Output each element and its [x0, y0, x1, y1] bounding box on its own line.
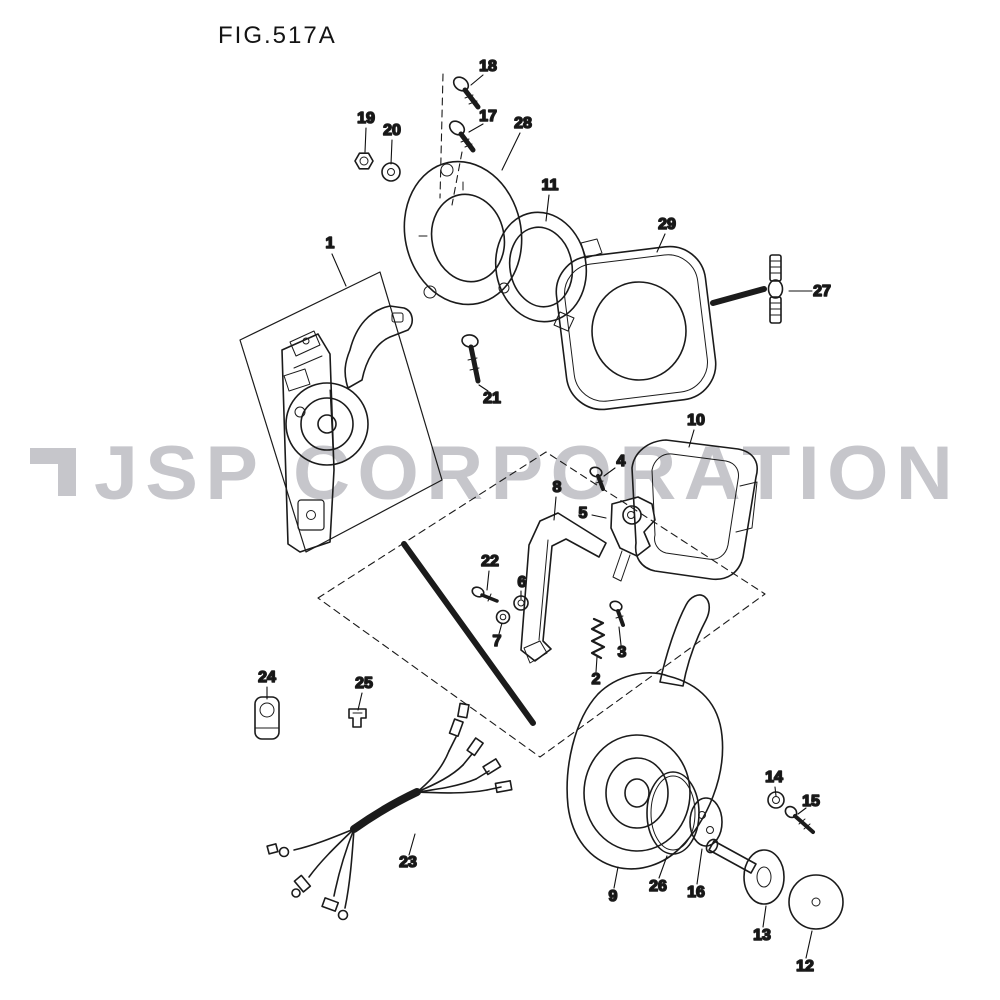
part-20-washer: [381, 162, 401, 182]
part-5-latch: [610, 496, 656, 582]
leader-line-28: [501, 132, 521, 171]
watermark-text: JSP CORPORATION: [94, 431, 961, 516]
part-callout-23: 23: [399, 854, 417, 871]
part-callout-8: 8: [553, 479, 562, 496]
part-2-spring: [590, 617, 606, 660]
leader-line-9: [613, 866, 619, 889]
leader-line-18: [470, 74, 484, 86]
part-11-ring-nut: [494, 211, 603, 332]
leader-line-1: [331, 253, 347, 287]
part-callout-20: 20: [383, 122, 401, 139]
leader-line-12: [805, 930, 813, 959]
part-13-shaft: [705, 838, 785, 905]
leader-line-3: [618, 626, 622, 646]
part-12-cap: [788, 874, 844, 930]
part-callout-24: 24: [258, 669, 276, 686]
part-28-retainer-plate: [403, 160, 523, 306]
part-18-screw: [452, 76, 481, 110]
leader-line-2: [595, 656, 598, 673]
part-callout-25: 25: [355, 675, 373, 692]
part-25-clamp: [348, 708, 367, 728]
leader-line-11: [545, 194, 550, 222]
leader-line-15: [797, 807, 807, 815]
leader-line-4: [603, 467, 616, 477]
leader-line-19: [364, 127, 367, 153]
part-21-screw: [461, 334, 481, 384]
part-3-screw: [609, 600, 625, 627]
part-callout-4: 4: [617, 453, 626, 470]
part-callout-28: 28: [514, 115, 532, 132]
part-callout-3: 3: [618, 644, 627, 661]
part-19-nut: [354, 152, 374, 170]
part-8-lever-bracket: [520, 512, 607, 664]
part-callout-21: 21: [483, 390, 501, 407]
part-callout-5: 5: [579, 505, 588, 522]
leader-line-14: [774, 786, 777, 797]
leader-line-20: [390, 139, 393, 165]
part-callout-7: 7: [493, 633, 502, 650]
part-17-screw: [448, 120, 476, 153]
part-callout-1: 1: [326, 235, 335, 252]
leader-line-7: [498, 622, 503, 635]
leader-line-10: [688, 429, 695, 448]
part-callout-27: 27: [813, 283, 831, 300]
leader-line-16: [696, 848, 703, 885]
part-callout-13: 13: [753, 927, 771, 944]
bold-pointer-line: [401, 541, 536, 726]
part-callout-16: 16: [687, 884, 705, 901]
part-callout-22: 22: [481, 553, 499, 570]
part-15-screw: [784, 805, 815, 834]
watermark: JSP CORPORATION: [26, 436, 953, 512]
part-4-screw: [589, 466, 605, 491]
jsp-logo-icon: [30, 448, 76, 496]
part-24-grommet: [254, 696, 280, 740]
figure-title: FIG.517A: [218, 22, 337, 49]
part-callout-10: 10: [687, 412, 705, 429]
leader-line-5: [591, 514, 607, 519]
part-27-contact-screw: [767, 254, 784, 324]
leader-line-29: [656, 233, 666, 253]
leader-line-26: [658, 855, 668, 879]
part-23-wire-harness: [266, 702, 513, 921]
part-1-control-unit: [239, 271, 443, 553]
part-callout-12: 12: [796, 958, 814, 975]
part-callout-11: 11: [542, 177, 559, 194]
part-29-cover: [555, 245, 717, 411]
part-10-upper-cover: [631, 439, 758, 581]
part-callout-19: 19: [357, 110, 375, 127]
leader-line-8: [553, 496, 557, 521]
leader-line-22: [486, 570, 490, 591]
part-callout-14: 14: [765, 769, 783, 786]
part-callout-2: 2: [592, 671, 601, 688]
leader-line-21: [478, 384, 489, 392]
part-callout-6: 6: [518, 574, 527, 591]
part-9-lever-housing: [566, 594, 724, 870]
part-callout-17: 17: [479, 108, 497, 125]
leader-line-25: [357, 692, 363, 711]
part-22-screw: [471, 586, 499, 603]
part-callout-29: 29: [658, 216, 676, 233]
part-callout-26: 26: [649, 878, 667, 895]
bold-pointer-27: [710, 286, 767, 306]
leader-line-17: [468, 123, 484, 133]
part-callout-15: 15: [802, 793, 820, 810]
part-7-nut: [495, 609, 511, 625]
leader-line-23: [408, 833, 416, 856]
part-callout-9: 9: [609, 888, 618, 905]
leader-line-13: [762, 905, 767, 928]
part-callout-18: 18: [479, 58, 497, 75]
